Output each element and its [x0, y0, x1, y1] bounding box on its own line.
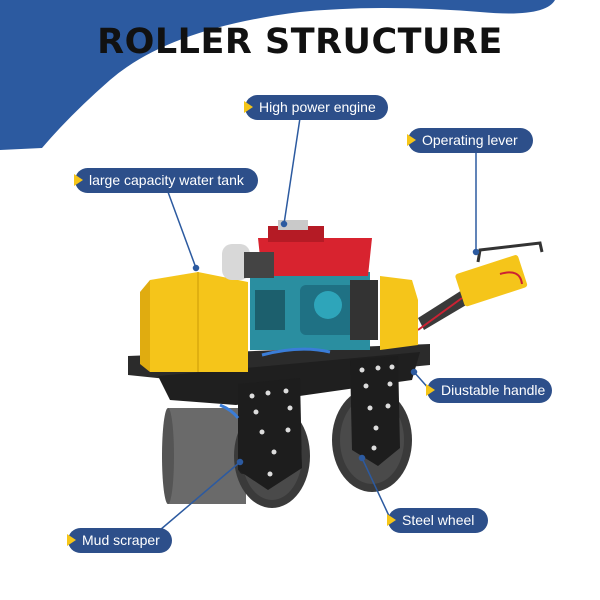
callout-scraper: Mud scraper — [67, 528, 172, 553]
page-title: ROLLER STRUCTURE — [97, 22, 503, 62]
callout-tank-label: large capacity water tank — [89, 172, 244, 188]
callout-handle: Diustable handle — [426, 378, 552, 403]
rear-tank — [380, 276, 418, 350]
engine — [222, 220, 378, 350]
callout-wheel-label: Steel wheel — [402, 512, 475, 528]
side-plates — [238, 356, 400, 490]
callout-lever-label: Operating lever — [422, 132, 518, 148]
water-tank — [140, 272, 248, 372]
water-pipes — [219, 347, 331, 419]
callout-scraper-label: Mud scraper — [82, 532, 160, 548]
callout-tank: large capacity water tank — [74, 168, 258, 193]
callout-arrow-icon — [244, 101, 253, 113]
callout-lever: Operating lever — [407, 128, 533, 153]
callout-arrow-icon — [387, 514, 396, 526]
callout-engine-label: High power engine — [259, 99, 376, 115]
operating-lever — [455, 241, 544, 307]
callout-arrow-icon — [67, 534, 76, 546]
callout-handle-label: Diustable handle — [441, 382, 546, 398]
callout-wheel: Steel wheel — [387, 508, 488, 533]
callout-arrow-icon — [74, 174, 83, 186]
callout-arrow-icon — [426, 384, 435, 396]
callout-engine: High power engine — [244, 95, 388, 120]
callout-arrow-icon — [407, 134, 416, 146]
